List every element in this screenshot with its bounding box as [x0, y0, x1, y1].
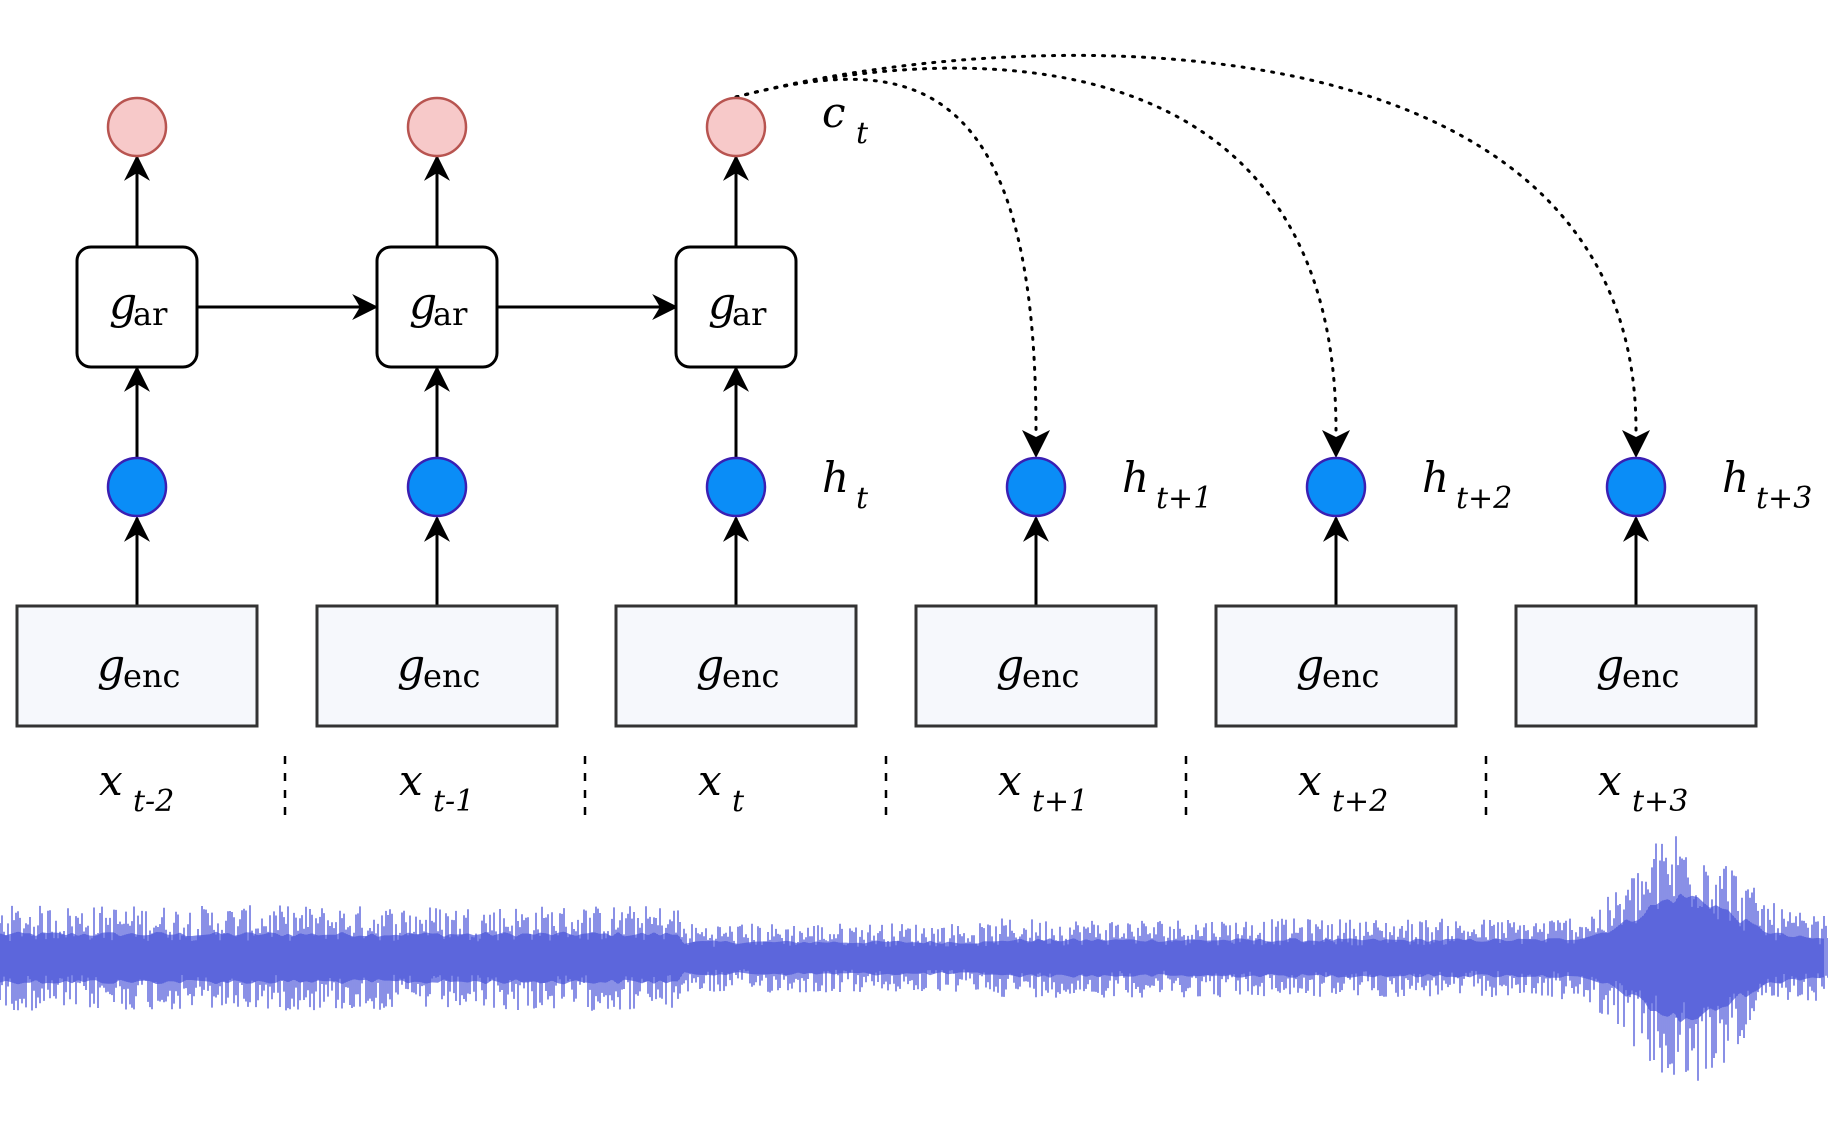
ar-box	[75, 245, 199, 369]
encoder-symbol: g	[97, 640, 125, 691]
latent-node-3	[705, 456, 767, 518]
prediction-arrows	[734, 53, 1638, 432]
ar-symbol: g	[409, 278, 437, 329]
encoder-subscript: enc	[423, 657, 480, 695]
prediction-arrowhead-t1	[1022, 430, 1050, 458]
encoder-box	[315, 604, 559, 728]
ar-to-context-arrows	[124, 154, 749, 246]
context-label-base: c	[822, 88, 846, 137]
input-label-1-base: x	[99, 756, 123, 805]
ar-box	[375, 245, 499, 369]
ar-subscript: ar	[732, 295, 767, 333]
latent-to-ar-arrows	[124, 365, 749, 457]
encoder-subscript: enc	[1622, 657, 1679, 695]
latent-label-1-base: h	[822, 453, 849, 502]
encoder-symbol: g	[397, 640, 425, 691]
input-label-5-base: x	[1298, 756, 1322, 805]
input-label-3-base: x	[698, 756, 722, 805]
ar-block-1: gar	[75, 245, 199, 369]
context-row	[106, 96, 767, 158]
prediction-arrowheads	[1022, 430, 1650, 458]
latent-row	[106, 456, 1667, 518]
ar-subscript: ar	[133, 295, 168, 333]
latent-node-5	[1305, 456, 1367, 518]
latent-label-2-subscript: t+1	[1156, 481, 1212, 516]
encoder-symbol: g	[1296, 640, 1324, 691]
audio-waveform	[0, 836, 1828, 1081]
prediction-arrow-t2	[734, 66, 1338, 432]
latent-node-4	[1005, 456, 1067, 518]
latent-label-3-base: h	[1422, 453, 1449, 502]
encoder-to-latent-arrows	[124, 515, 1649, 606]
latent-node-1	[106, 456, 168, 518]
segment-separators	[283, 756, 1488, 818]
input-label-4: x t+1	[998, 756, 1088, 819]
waveform-spikes	[0, 836, 1828, 1081]
input-label-5: x t+2	[1298, 756, 1388, 819]
input-label-2: x t-1	[399, 756, 474, 819]
encoder-subscript: enc	[123, 657, 180, 695]
encoder-box	[914, 604, 1158, 728]
ar-symbol: g	[109, 278, 137, 329]
ar-box	[674, 245, 798, 369]
encoder-subscript: enc	[1022, 657, 1079, 695]
ar-subscript: ar	[433, 295, 468, 333]
input-label-5-subscript: t+2	[1332, 784, 1388, 819]
ar-block-2: gar	[375, 245, 499, 369]
latent-label-3-subscript: t+2	[1456, 481, 1512, 516]
encoder-subscript: enc	[722, 657, 779, 695]
context-node-2	[406, 96, 468, 158]
encoder-box	[15, 604, 259, 728]
latent-label-4-subscript: t+3	[1756, 481, 1812, 516]
ar-block-3: gar	[674, 245, 798, 369]
context-node-3	[705, 96, 767, 158]
encoder-box	[1514, 604, 1758, 728]
latent-label-4-base: h	[1722, 453, 1749, 502]
context-node-1	[106, 96, 168, 158]
latent-node-6	[1605, 456, 1667, 518]
encoder-box	[1214, 604, 1458, 728]
input-label-1: x t-2	[99, 756, 174, 819]
input-label-2-base: x	[399, 756, 423, 805]
input-label-6: x t+3	[1598, 756, 1688, 819]
input-label-6-subscript: t+3	[1632, 784, 1688, 819]
input-label-2-subscript: t-1	[433, 784, 474, 819]
encoder-box	[614, 604, 858, 728]
latent-label-1-subscript: t	[856, 481, 869, 516]
input-label-6-base: x	[1598, 756, 1622, 805]
latent-node-2	[406, 456, 468, 518]
prediction-arrow-t3	[734, 53, 1638, 432]
context-label-subscript: t	[856, 116, 869, 151]
input-label-3-subscript: t	[732, 784, 745, 819]
input-label-1-subscript: t-2	[133, 784, 174, 819]
encoder-symbol: g	[996, 640, 1024, 691]
encoder-subscript: enc	[1322, 657, 1379, 695]
ar-symbol: g	[708, 278, 736, 329]
input-label-4-subscript: t+1	[1032, 784, 1088, 819]
encoder-symbol: g	[696, 640, 724, 691]
prediction-arrowhead-t3	[1622, 430, 1650, 458]
prediction-arrowhead-t2	[1322, 430, 1350, 458]
encoder-symbol: g	[1596, 640, 1624, 691]
input-label-4-base: x	[998, 756, 1022, 805]
latent-label-2-base: h	[1122, 453, 1149, 502]
